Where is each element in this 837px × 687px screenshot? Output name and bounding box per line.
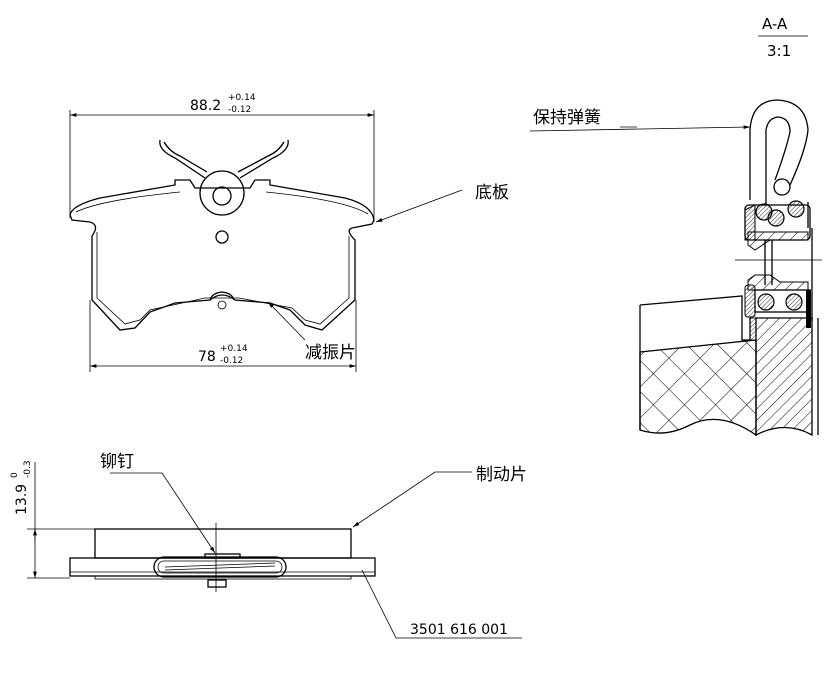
backing-plate-label: 底板: [475, 183, 509, 203]
pad-label: 制动片: [476, 465, 527, 485]
thickness-dim-upper-tol: 0: [10, 472, 20, 478]
top-view: 88.2 +0.14 -0.12 78 +0.14 -0.12 底板: [69, 93, 509, 372]
part-number: 3501 616 001: [410, 622, 508, 638]
width-dim-value: 88.2: [190, 98, 221, 114]
rivet-label: 铆钉: [100, 452, 134, 472]
side-view: 13.9 0 -0.3 铆钉 制动片 3501 616 001: [10, 452, 527, 639]
section-view: A-A 3:1 保持弹簧: [529, 15, 822, 437]
section-scale: 3:1: [767, 42, 791, 60]
backing-plate: [69, 179, 375, 331]
retaining-spring: [159, 139, 289, 310]
pad-dim-value: 78: [198, 349, 216, 365]
pad-dim-upper-tol: +0.14: [220, 344, 248, 354]
thickness-dimension: 13.9 0 -0.3: [10, 460, 95, 579]
width-dim-upper-tol: +0.14: [228, 93, 256, 103]
pad-dimension: 78 +0.14 -0.12: [89, 300, 357, 372]
shim-label: 减振片: [305, 343, 356, 363]
width-dimension: 88.2 +0.14 -0.12: [69, 93, 375, 222]
thickness-dim-lower-tol: -0.3: [23, 460, 33, 478]
pad-dim-lower-tol: -0.12: [220, 356, 243, 366]
section-title: A-A: [762, 15, 788, 33]
width-dim-lower-tol: -0.12: [228, 105, 251, 115]
spring-label: 保持弹簧: [533, 108, 601, 128]
thickness-dim-value: 13.9: [14, 484, 30, 515]
